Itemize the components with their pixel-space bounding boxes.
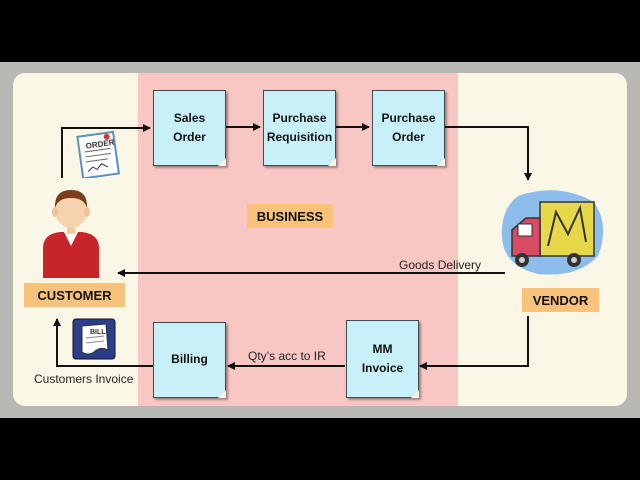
arrow-customer-to-sales-order <box>61 124 151 178</box>
order-icon-text: ORDER <box>85 138 115 151</box>
order-document-icon: ORDER <box>76 130 121 178</box>
node-purchase-order: Purchase Order <box>372 90 445 166</box>
arrow-purchase-order-to-vendor <box>444 126 532 181</box>
bill-icon-text: BILL <box>90 329 106 336</box>
arrow-vendor-to-mm-invoice <box>419 316 529 370</box>
node-mm-invoice: MM Invoice <box>346 320 419 398</box>
customer-label: CUSTOMER <box>24 283 125 307</box>
bill-icon: BILL <box>72 318 116 360</box>
business-label: BUSINESS <box>247 204 333 228</box>
node-purchase-requisition: Purchase Requisition <box>263 90 336 166</box>
vendor-label: VENDOR <box>522 288 599 312</box>
truck-icon <box>501 190 604 275</box>
person-icon <box>43 190 99 278</box>
arrow-billing-to-customer <box>53 318 153 367</box>
edge-label-qty-acc-to-ir: Qty’s acc to IR <box>248 349 326 363</box>
node-sales-order: Sales Order <box>153 90 226 166</box>
edge-label-goods-delivery: Goods Delivery <box>399 258 482 272</box>
edge-label-customers-invoice: Customers Invoice <box>34 372 134 386</box>
node-billing: Billing <box>153 322 226 398</box>
